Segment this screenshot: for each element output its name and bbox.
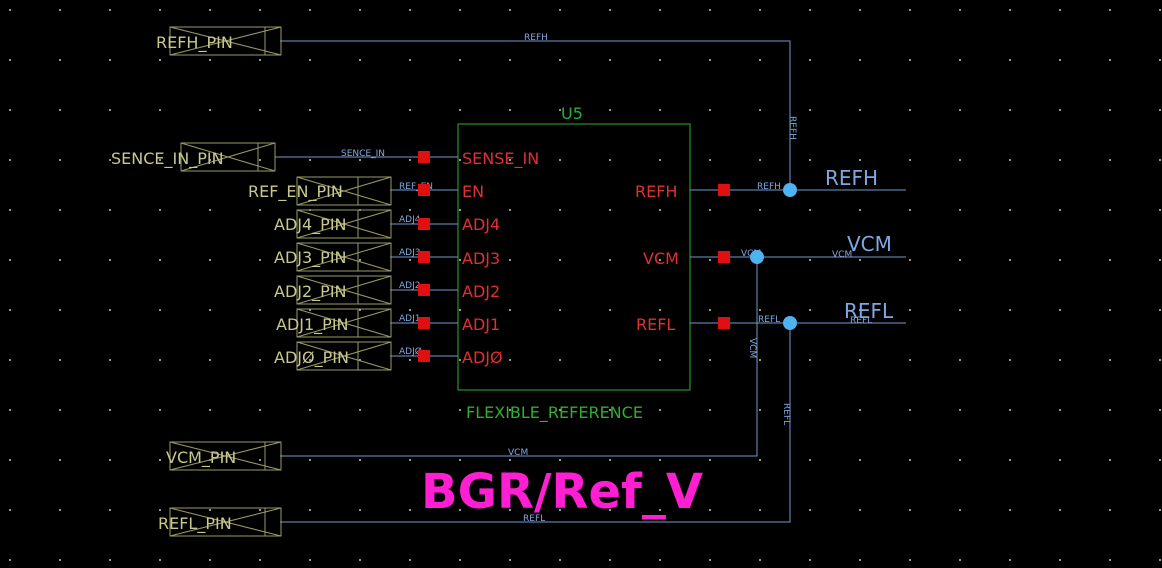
- net-label-refh-top: REFH: [524, 33, 548, 43]
- pin-vcm[interactable]: VCM_PIN: [166, 441, 282, 471]
- net-labels: REFH REFH SENCE_IN REF_EN ADJ4 ADJ3 ADJ2…: [341, 33, 894, 524]
- wire-vcm-pin[interactable]: [280, 257, 758, 457]
- pin-adj4[interactable]: ADJ4_PIN: [274, 209, 392, 239]
- output-label-vcm: VCM: [847, 232, 892, 256]
- port-square-adj2[interactable]: [418, 284, 430, 296]
- net-label-adj3: ADJ3: [399, 248, 420, 258]
- pin-adj3[interactable]: ADJ3_PIN: [274, 242, 392, 272]
- net-label-refl-out: REFL: [850, 316, 872, 326]
- pin-label-adj2: ADJ2_PIN: [274, 282, 347, 302]
- pin-adj2[interactable]: ADJ2_PIN: [274, 275, 392, 305]
- net-label-adj0: ADJØ: [399, 346, 422, 357]
- port-label-adj2: ADJ2: [462, 282, 500, 301]
- port-label-refl: REFL: [636, 315, 675, 334]
- net-label-refl-vertical: REFL: [781, 403, 791, 425]
- pin-adj1[interactable]: ADJ1_PIN: [276, 308, 392, 338]
- io-pins: REFH_PIN SENCE_IN_PIN REF_EN_PIN ADJ4_PI…: [111, 26, 392, 537]
- net-label-sence-in: SENCE_IN: [341, 149, 385, 159]
- net-label-vcm-bottom: VCM: [508, 448, 528, 458]
- net-label-adj2: ADJ2: [399, 281, 420, 291]
- pin-label-adj0: ADJØ_PIN: [274, 348, 349, 368]
- port-label-adj0: ADJØ: [462, 348, 503, 367]
- net-label-refl-port: REFL: [758, 315, 780, 325]
- pin-ref-en[interactable]: REF_EN_PIN: [248, 176, 392, 206]
- output-label-refh: REFH: [825, 166, 878, 190]
- block-u5[interactable]: U5 FLEXIBLE_REFERENCE SENSE_IN EN ADJ4 A…: [418, 104, 730, 423]
- pin-sence-in[interactable]: SENCE_IN_PIN: [111, 142, 276, 172]
- junction-vcm[interactable]: [750, 250, 764, 264]
- junction-refl[interactable]: [783, 316, 797, 330]
- wires: [275, 40, 906, 523]
- schematic-title: BGR/Ref_V: [421, 464, 703, 520]
- pin-refh[interactable]: REFH_PIN: [156, 26, 282, 56]
- net-label-vcm-vertical: VCM: [747, 338, 757, 358]
- port-label-vcm: VCM: [643, 249, 679, 268]
- port-label-en: EN: [462, 182, 484, 201]
- block-refdes: U5: [561, 104, 583, 123]
- pin-label-adj3: ADJ3_PIN: [274, 248, 347, 268]
- wire-refl-pin[interactable]: [280, 323, 791, 523]
- port-square-adj1[interactable]: [418, 317, 430, 329]
- port-square-refh[interactable]: [718, 184, 730, 196]
- wire-refh-top[interactable]: [280, 40, 791, 190]
- pin-label-adj1: ADJ1_PIN: [276, 315, 349, 335]
- port-label-adj1: ADJ1: [462, 315, 500, 334]
- block-name: FLEXIBLE_REFERENCE: [466, 403, 643, 423]
- port-label-refh: REFH: [635, 182, 677, 201]
- net-label-refh-vertical: REFH: [787, 116, 797, 140]
- port-square-adj0[interactable]: [418, 350, 430, 362]
- port-square-sense-in[interactable]: [418, 151, 430, 163]
- pin-label-refh: REFH_PIN: [156, 33, 233, 53]
- net-label-ref-en: REF_EN: [399, 182, 433, 192]
- net-label-adj4: ADJ4: [399, 215, 421, 225]
- pin-adj0[interactable]: ADJØ_PIN: [274, 341, 392, 371]
- net-label-refh-port: REFH: [757, 182, 781, 192]
- port-label-adj3: ADJ3: [462, 249, 500, 268]
- net-label-adj1: ADJ1: [399, 314, 420, 324]
- pin-label-adj4: ADJ4_PIN: [274, 215, 347, 235]
- port-square-refl[interactable]: [718, 317, 730, 329]
- port-label-adj4: ADJ4: [462, 215, 500, 234]
- port-square-adj4[interactable]: [418, 218, 430, 230]
- port-label-sense-in: SENSE_IN: [462, 149, 539, 169]
- pin-label-sence-in: SENCE_IN_PIN: [111, 149, 224, 169]
- port-square-en[interactable]: [418, 184, 430, 196]
- pin-refl[interactable]: REFL_PIN: [158, 507, 282, 537]
- pin-label-ref-en: REF_EN_PIN: [248, 182, 343, 202]
- net-label-vcm-out: VCM: [832, 250, 852, 260]
- pin-label-refl: REFL_PIN: [158, 514, 232, 534]
- junction-refh[interactable]: [783, 183, 797, 197]
- output-label-refl: REFL: [844, 299, 894, 323]
- port-square-adj3[interactable]: [418, 251, 430, 263]
- port-square-vcm[interactable]: [718, 251, 730, 263]
- pin-label-vcm: VCM_PIN: [166, 448, 236, 468]
- grid-dots: [9, 9, 1161, 561]
- net-label-refl-bottom: REFL: [523, 514, 545, 524]
